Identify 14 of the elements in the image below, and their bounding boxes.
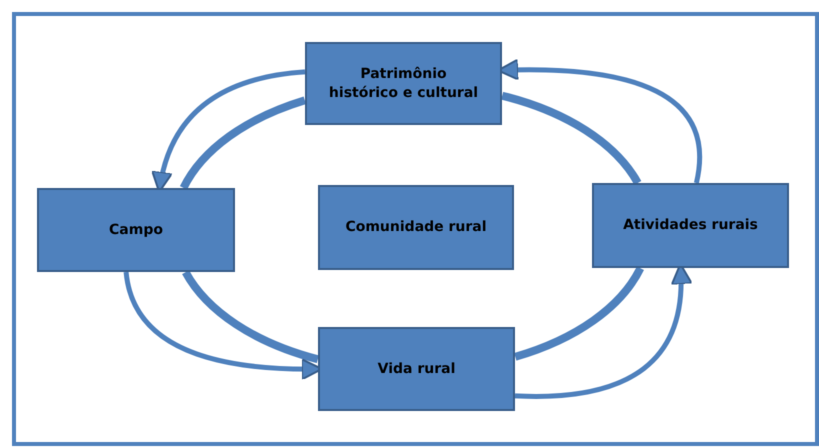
process-box xyxy=(318,327,515,411)
ring-connector xyxy=(514,266,644,361)
ring-connector xyxy=(182,270,319,364)
ring-connector xyxy=(180,96,306,190)
box-label: Campo xyxy=(109,220,163,240)
box-label: Vida rural xyxy=(378,360,456,378)
box-label: Atividades rurais xyxy=(623,216,758,235)
process-box xyxy=(37,188,235,272)
process-box xyxy=(592,183,789,268)
process-box xyxy=(305,42,502,125)
ring-connector xyxy=(501,92,642,186)
box-label: Patrimônio histórico e cultural xyxy=(328,64,480,102)
process-box xyxy=(318,185,514,270)
box-label: Comunidade rural xyxy=(345,218,487,237)
